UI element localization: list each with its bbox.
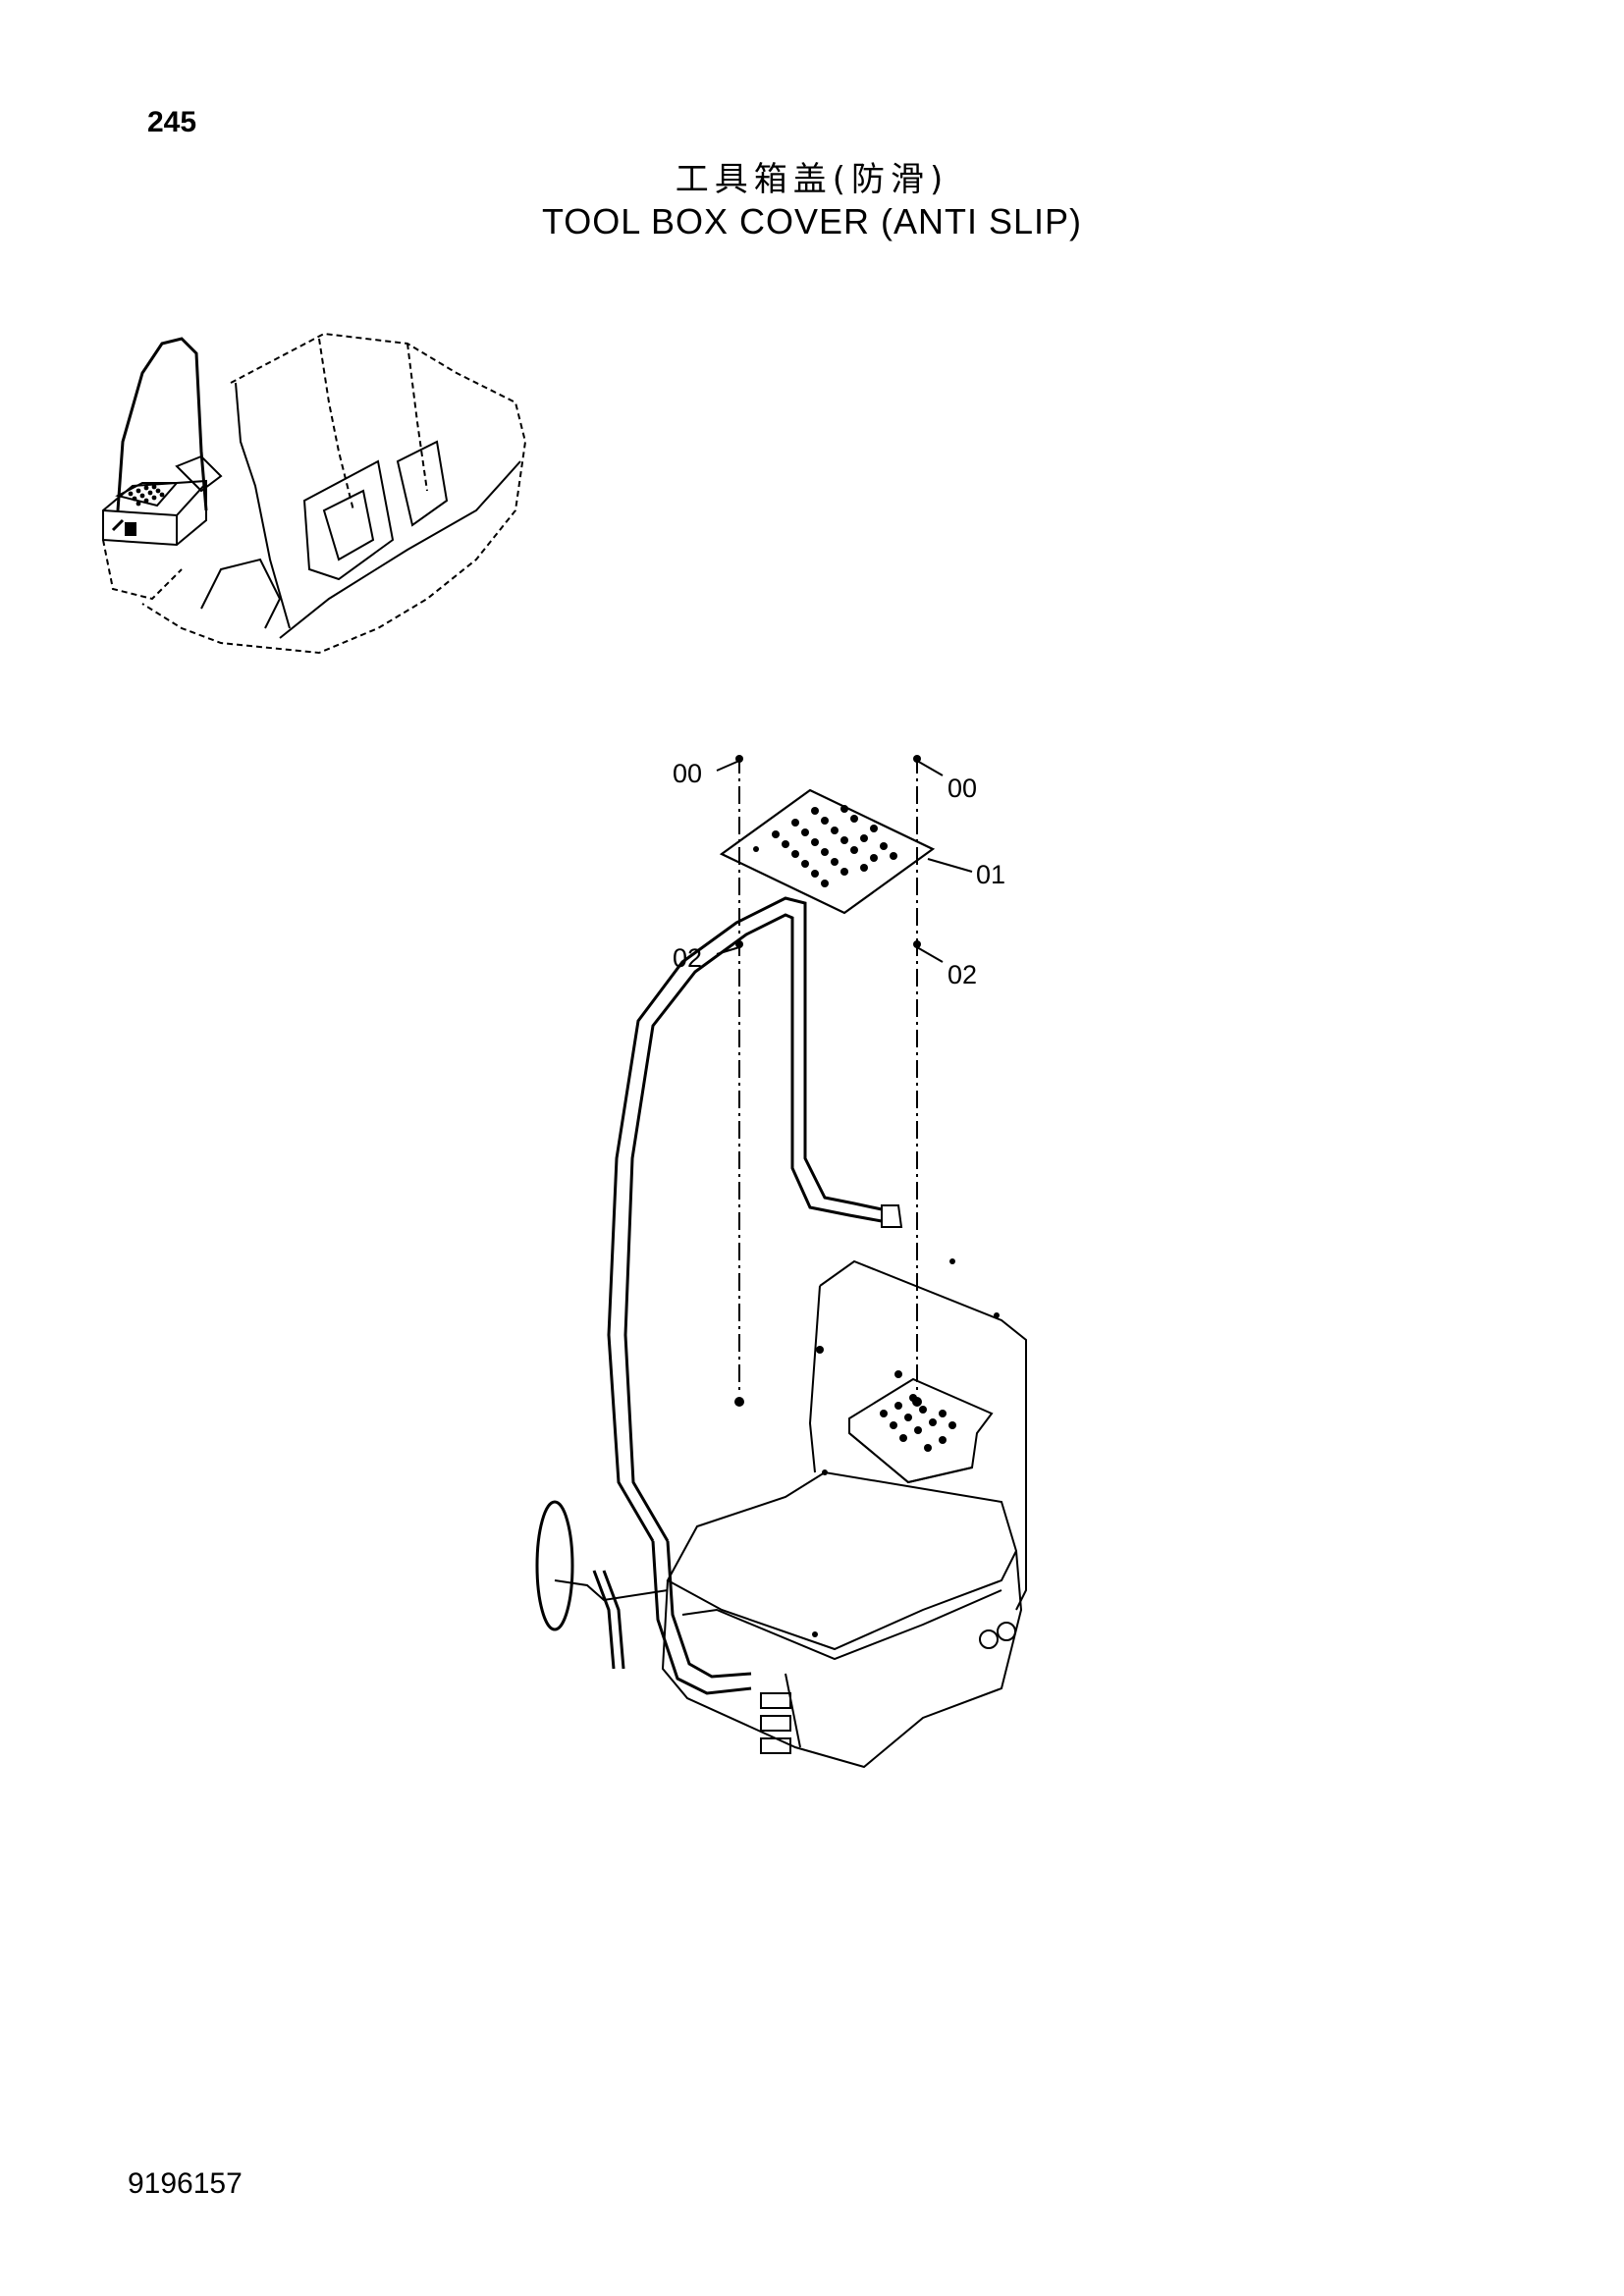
anti-slip-plate (719, 788, 936, 915)
exploded-view-drawing: 00 00 01 02 02 (535, 755, 1027, 1769)
title-english: TOOL BOX COVER (ANTI SLIP) (541, 201, 1083, 241)
locator-cab-drawing (102, 332, 527, 655)
title-chinese: 工具箱盖(防滑) (675, 160, 949, 199)
callout-bolt-left: 00 (673, 759, 702, 788)
callout-anti-slip-plate: 01 (976, 860, 1005, 889)
callout-washer-left: 02 (673, 943, 702, 973)
document-number: 9196157 (128, 2167, 243, 2200)
callout-washer-right: 02 (947, 960, 977, 989)
callout-bolt-right: 00 (947, 774, 977, 803)
page-number: 245 (147, 106, 197, 138)
